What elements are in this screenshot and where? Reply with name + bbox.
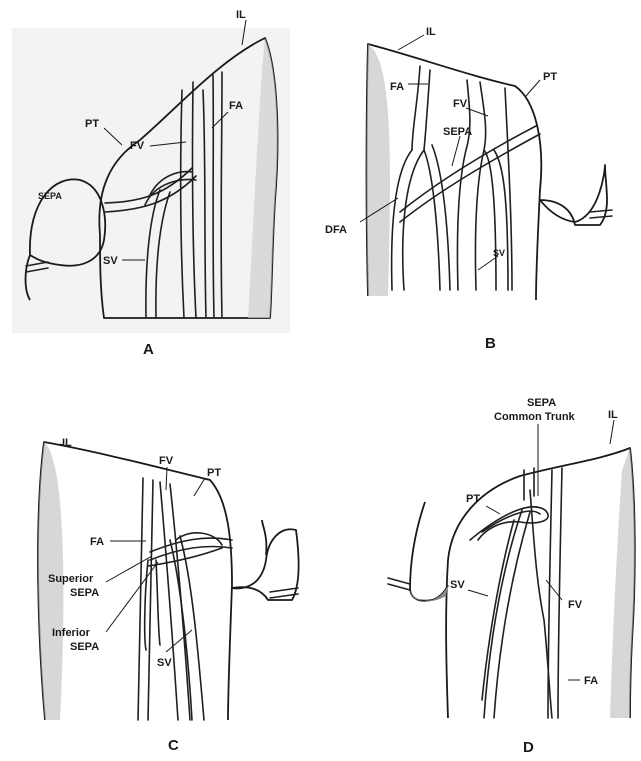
panel-b-label-sepa: SEPA — [443, 126, 472, 138]
panel-d-letter: D — [523, 739, 534, 756]
panel-c-label-fv: FV — [159, 455, 174, 467]
panel-b-fa-branch — [424, 145, 450, 290]
panel-a-label-sepa: SEPA — [38, 191, 62, 201]
panel-a-background — [12, 28, 290, 333]
panel-c-fv-vessel — [160, 482, 190, 720]
panel-c-label-sv: SV — [157, 657, 172, 669]
panel-b-il-leader — [398, 35, 424, 50]
panel-c-label-fa: FA — [90, 536, 104, 548]
panel-d-pt-leader — [486, 506, 500, 514]
panel-a-label-sv: SV — [103, 255, 118, 267]
panel-d-label-fa: FA — [584, 675, 598, 687]
panel-b: IL FA PT FV SEPA DFA SV B — [325, 26, 612, 352]
panel-c-label-pt: PT — [207, 467, 221, 479]
panel-c-label-il: IL — [62, 437, 72, 449]
panel-b-pt-leader — [526, 80, 540, 96]
panel-d-label-sepa-line1: SEPA — [527, 397, 556, 409]
panel-d-cut-line — [388, 578, 410, 590]
panel-c-label-inferior-sepa-line1: Inferior — [52, 627, 91, 639]
panel-b-thigh-leftshade — [367, 44, 390, 296]
panel-b-cut-line — [590, 210, 612, 218]
panel-c: IL FV PT FA Superior SEPA Inferior SEPA … — [38, 437, 299, 754]
panel-d-thigh-outline — [446, 448, 635, 718]
panel-d-label-pt: PT — [466, 493, 480, 505]
panel-b-label-sv: SV — [493, 248, 505, 258]
panel-c-label-inferior-sepa-line2: SEPA — [70, 641, 99, 653]
panel-c-superior-leader — [106, 556, 152, 582]
panel-d-label-sv: SV — [450, 579, 465, 591]
panel-b-letter: B — [485, 335, 496, 352]
panel-d-label-fv: FV — [568, 599, 583, 611]
panel-d-contralateral — [410, 502, 448, 601]
panel-d-label-sepa-line2: Common Trunk — [494, 411, 576, 423]
panel-b-label-fv: FV — [453, 98, 468, 110]
panel-b-fa-vessel — [412, 66, 430, 150]
panel-a-label-il: IL — [236, 9, 246, 21]
panel-b-contralateral — [540, 165, 607, 225]
panel-b-label-pt: PT — [543, 71, 557, 83]
panel-d-label-il: IL — [608, 409, 618, 421]
panel-c-sv-leader — [166, 630, 192, 652]
panel-a: IL PT FV FA SEPA SV A — [12, 9, 290, 358]
panel-b-label-dfa: DFA — [325, 224, 347, 236]
panel-b-label-il: IL — [426, 26, 436, 38]
panel-d-il-leader — [610, 420, 614, 444]
panel-b-label-fa: FA — [390, 81, 404, 93]
panel-d-sv-leader — [468, 590, 488, 596]
panel-c-deep-branch — [145, 560, 160, 650]
panel-b-fv-vessel — [457, 80, 485, 290]
panel-a-letter: A — [143, 341, 154, 358]
panel-c-fv-leader — [166, 467, 167, 490]
panel-c-label-superior-sepa-line2: SEPA — [70, 587, 99, 599]
panel-a-label-fa: FA — [229, 100, 243, 112]
panel-c-letter: C — [168, 737, 179, 754]
panel-c-pt-leader — [194, 478, 205, 496]
panel-a-label-pt: PT — [85, 118, 99, 130]
panel-d-sv-vessel — [484, 510, 530, 718]
panel-c-contralateral-edge — [262, 520, 266, 555]
panel-b-sepa-leader — [452, 136, 460, 166]
panel-c-sv-vessel — [170, 536, 204, 720]
panel-d-fa-vessel — [548, 468, 562, 718]
panel-b-sepa-vessel — [400, 126, 540, 222]
panel-a-label-fv: FV — [130, 140, 145, 152]
panel-c-label-superior-sepa-line1: Superior — [48, 573, 94, 585]
panel-b-sv-vessel — [484, 150, 508, 290]
panel-d: SEPA Common Trunk IL PT SV FV FA D — [388, 397, 635, 756]
panel-b-dfa-vessel — [392, 150, 424, 290]
panel-b-sv-leader — [478, 256, 498, 270]
